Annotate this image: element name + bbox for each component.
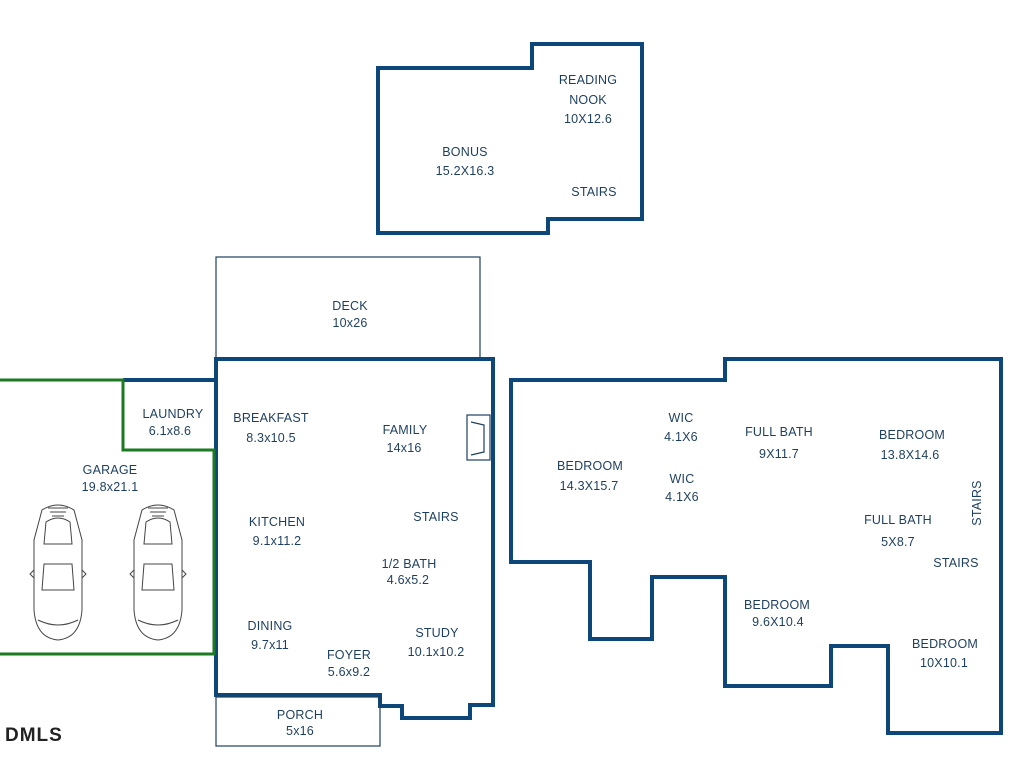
reading-nook-name-line2: NOOK	[569, 93, 607, 107]
main-stairs-label: STAIRS	[413, 510, 458, 524]
bonus-name: BONUS	[442, 145, 487, 159]
wic-top-size: 4.1X6	[664, 430, 698, 444]
laundry-size: 6.1x8.6	[149, 424, 191, 438]
full-bath-right-size: 5X8.7	[881, 535, 915, 549]
bedroom-left-name: BEDROOM	[557, 459, 623, 473]
dining-name: DINING	[248, 619, 293, 633]
second-level-plan: BEDROOM 14.3X15.7 WIC 4.1X6 WIC 4.1X6 FU…	[509, 357, 1003, 735]
kitchen-name: KITCHEN	[249, 515, 305, 529]
family-size: 14x16	[386, 441, 421, 455]
deck-size: 10x26	[332, 316, 367, 330]
fireplace-hearth	[470, 421, 485, 456]
study-name: STUDY	[415, 626, 459, 640]
bedroom-bottom-middle-size: 9.6X10.4	[752, 615, 804, 629]
bedroom-bottom-middle-name: BEDROOM	[744, 598, 810, 612]
car-left-icon	[29, 504, 87, 641]
kitchen-size: 9.1x11.2	[253, 534, 302, 548]
porch-outline	[215, 696, 381, 747]
bedroom-bottom-right-name: BEDROOM	[912, 637, 978, 651]
full-bath-top-name: FULL BATH	[745, 425, 813, 439]
breakfast-name: BREAKFAST	[233, 411, 309, 425]
foyer-size: 5.6x9.2	[328, 665, 370, 679]
full-bath-top-size: 9X11.7	[759, 447, 799, 461]
car-right-icon	[129, 504, 187, 641]
garage-name: GARAGE	[83, 463, 138, 477]
second-stairs-label: STAIRS	[933, 556, 978, 570]
porch-name: PORCH	[277, 708, 323, 722]
upper-stairs-label: STAIRS	[571, 185, 616, 199]
reading-nook-size: 10X12.6	[564, 112, 612, 126]
wic-bottom-name: WIC	[670, 472, 695, 486]
dining-size: 9.7x11	[251, 638, 289, 652]
laundry-name: LAUNDRY	[143, 407, 204, 421]
vertical-stairs-label: STAIRS	[970, 480, 984, 525]
bedroom-top-right-name: BEDROOM	[879, 428, 945, 442]
bedroom-left-size: 14.3X15.7	[560, 479, 619, 493]
main-house-outline	[214, 357, 495, 720]
garage-outline	[0, 378, 216, 656]
second-level-outline	[509, 357, 1003, 735]
breakfast-size: 8.3x10.5	[246, 431, 296, 445]
bonus-outline	[376, 42, 644, 235]
family-name: FAMILY	[383, 423, 428, 437]
garage-size: 19.8x21.1	[82, 480, 139, 494]
porch-size: 5x16	[286, 724, 314, 738]
fireplace	[466, 414, 491, 461]
bonus-size: 15.2X16.3	[436, 164, 495, 178]
main-level-plan: DECK 10x26 LAUNDRY 6.1x8.6 BREAKFAST 8.3…	[0, 256, 495, 747]
study-size: 10.1x10.2	[408, 645, 465, 659]
bedroom-top-right-size: 13.8X14.6	[881, 448, 940, 462]
foyer-name: FOYER	[327, 648, 371, 662]
half-bath-name: 1/2 BATH	[382, 557, 437, 571]
full-bath-right-name: FULL BATH	[864, 513, 932, 527]
wic-bottom-size: 4.1X6	[665, 490, 699, 504]
dmls-logo: DMLS	[5, 725, 63, 746]
deck-name: DECK	[332, 299, 368, 313]
wic-top-name: WIC	[669, 411, 694, 425]
bedroom-bottom-right-size: 10X10.1	[920, 656, 968, 670]
upper-level-plan: READING NOOK 10X12.6 BONUS 15.2X16.3 STA…	[376, 42, 644, 235]
reading-nook-name-line1: READING	[559, 73, 617, 87]
half-bath-size: 4.6x5.2	[387, 573, 429, 587]
